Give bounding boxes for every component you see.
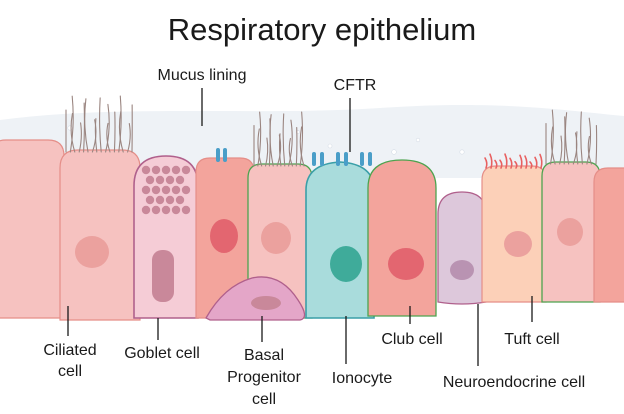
cftr-channel-extra-b (223, 148, 227, 162)
label-mucus-lining: Mucus lining (158, 67, 247, 84)
label-neuroendocrine-cell: Neuroendocrine cell (443, 374, 585, 391)
ciliated-cell (60, 150, 140, 320)
label-basal-line2: Progenitor (227, 369, 301, 386)
ciliated-cell-nucleus (75, 236, 109, 268)
label-basal-line1: Basal (244, 347, 284, 364)
cftr-channel-extra (216, 148, 220, 162)
ciliated-cell-right-nucleus (557, 218, 583, 246)
ciliated-cell-2-nucleus (210, 219, 238, 253)
label-goblet-cell: Goblet cell (124, 345, 200, 362)
diagram-title: Respiratory epithelium (168, 12, 476, 47)
label-club-cell: Club cell (381, 331, 442, 348)
neuroendocrine-cell (438, 192, 486, 304)
goblet-cell-nucleus (152, 250, 174, 302)
basal-cell-nucleus (251, 296, 281, 310)
club-cell-nucleus (388, 248, 424, 280)
label-tuft-cell: Tuft cell (504, 331, 559, 348)
neuroendocrine-cell-nucleus (450, 260, 474, 280)
label-ionocyte: Ionocyte (332, 370, 393, 387)
label-ciliated-line1: Ciliated (43, 342, 96, 359)
label-cftr: CFTR (334, 77, 377, 94)
tuft-cell-nucleus (504, 231, 532, 257)
ciliated-cell-left-edge (0, 140, 64, 318)
label-ciliated-line2: cell (58, 363, 82, 380)
cell-right-edge (594, 168, 624, 302)
club-cell (368, 160, 436, 316)
ionocyte-cell (306, 162, 374, 318)
ciliated-cell-3-nucleus (261, 222, 291, 254)
label-basal-line3: cell (252, 391, 276, 408)
ionocyte-nucleus (330, 246, 362, 282)
